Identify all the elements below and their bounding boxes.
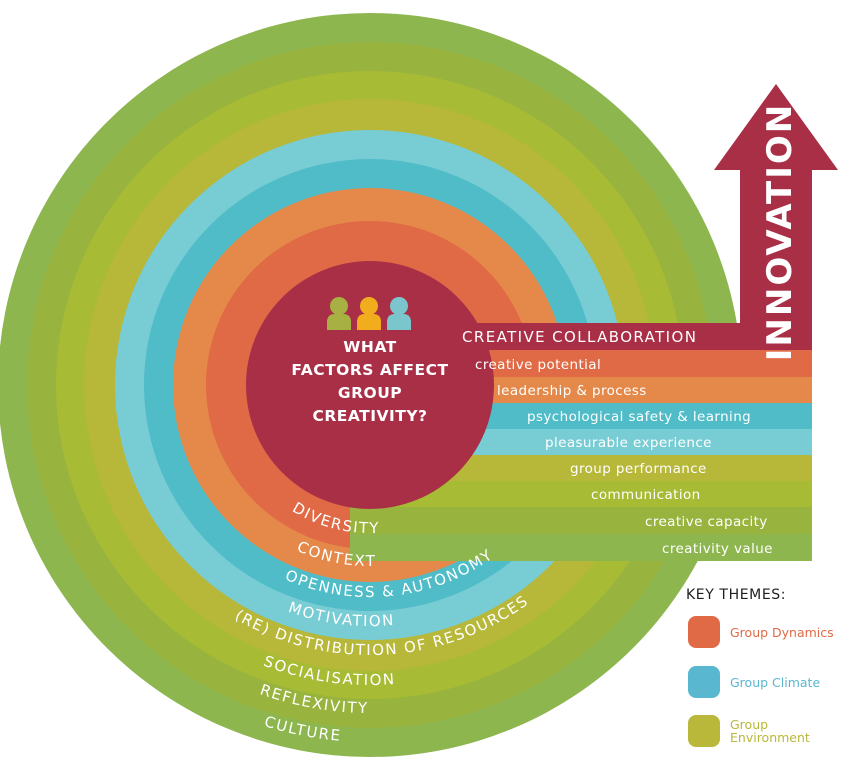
person-icon xyxy=(327,297,351,330)
key-item-group-dynamics: Group Dynamics xyxy=(688,616,840,648)
key-item-group-climate: Group Climate xyxy=(688,666,840,698)
innovation-arrow-label: INNOVATION xyxy=(760,103,800,361)
key-swatch-group-dynamics xyxy=(688,616,720,648)
person-icon xyxy=(357,297,381,330)
band-label-creative-collaboration: CREATIVE COLLABORATION xyxy=(462,328,697,346)
center-circle: WHAT FACTORS AFFECT GROUP CREATIVITY? xyxy=(246,261,494,509)
key-label-group-environment: Group Environment xyxy=(730,717,810,745)
band-label-group-performance: group performance xyxy=(570,461,707,477)
center-title-line: WHAT xyxy=(343,338,396,356)
center-title-line: GROUP xyxy=(338,384,402,402)
band-label-creative-potential: creative potential xyxy=(475,357,601,373)
center-title-line: FACTORS AFFECT xyxy=(291,361,448,379)
innovation-arrow-shape xyxy=(714,84,838,345)
band-labels: CREATIVE COLLABORATION creative potential… xyxy=(462,328,773,557)
person-icon xyxy=(387,297,411,330)
key-label-group-dynamics: Group Dynamics xyxy=(730,624,834,640)
center-title-line: CREATIVITY? xyxy=(312,407,427,425)
innovation-arrow: INNOVATION xyxy=(714,84,838,361)
center-disc xyxy=(246,261,494,509)
band-label-creativity-value: creativity value xyxy=(662,541,773,557)
band-label-psychological-safety-learning: psychological safety & learning xyxy=(527,409,751,425)
band-creative-capacity xyxy=(350,507,812,534)
band-label-communication: communication xyxy=(591,487,701,503)
band-creativity-value xyxy=(350,534,812,561)
key-swatch-group-climate xyxy=(688,666,720,698)
band-label-leadership-process: leadership & process xyxy=(497,383,647,399)
key-label-group-climate: Group Climate xyxy=(730,674,821,690)
key-item-group-environment: Group Environment xyxy=(688,715,840,747)
key-swatch-group-environment xyxy=(688,715,720,747)
band-label-pleasurable-experience: pleasurable experience xyxy=(545,435,712,451)
band-label-creative-capacity: creative capacity xyxy=(645,514,768,530)
key-themes-title: KEY THEMES: xyxy=(686,587,787,603)
